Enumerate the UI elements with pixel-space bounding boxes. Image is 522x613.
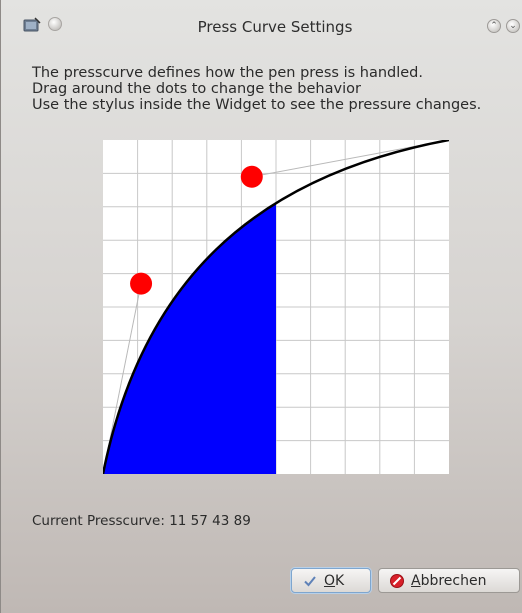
ok-button[interactable]: OK — [291, 568, 371, 593]
description-line-1: The presscurve defines how the pen press… — [32, 65, 423, 81]
keep-above-icon[interactable]: ⌃ — [487, 19, 501, 33]
window-title: Press Curve Settings — [197, 18, 353, 36]
control-point-handle-2[interactable] — [240, 165, 263, 188]
press-curve-line — [103, 140, 449, 474]
title-bar[interactable]: Press Curve Settings ⌃ ⌄ × — [1, 0, 522, 54]
control-point-handle-1[interactable] — [130, 272, 153, 295]
description-line-3: Use the stylus inside the Widget to see … — [32, 97, 482, 113]
description-line-2: Drag around the dots to change the behav… — [32, 81, 361, 97]
current-presscurve-label: Current Presscurve: — [32, 513, 165, 529]
current-presscurve-value: 11 57 43 89 — [169, 513, 251, 529]
cancel-button-label: Abbrechen — [411, 572, 487, 589]
cancel-icon — [390, 573, 404, 588]
description: The presscurve defines how the pen press… — [32, 65, 481, 113]
ok-button-label: OK — [324, 572, 345, 589]
checkmark-icon — [304, 575, 316, 586]
pin-icon[interactable] — [48, 17, 62, 31]
tablet-icon[interactable] — [23, 17, 41, 33]
pressure-fill-area — [103, 203, 276, 474]
minimize-icon[interactable]: ⌄ — [506, 19, 520, 33]
press-curve-widget[interactable] — [103, 140, 449, 474]
cancel-button[interactable]: Abbrechen — [378, 568, 520, 593]
current-presscurve-readout: Current Presscurve: 11 57 43 89 — [32, 513, 251, 529]
